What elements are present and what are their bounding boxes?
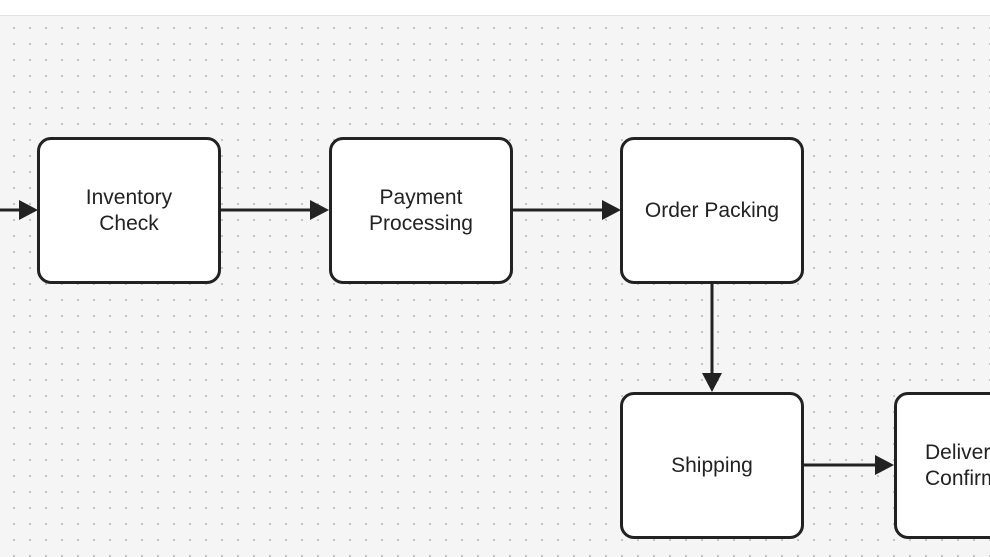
edge-packing-to-shipping[interactable] [702,284,722,392]
node-order-packing[interactable]: Order Packing [620,137,804,284]
edge-payment-to-packing[interactable] [513,200,621,220]
node-label: Inventory Check [85,185,173,235]
node-payment-processing[interactable]: Payment Processing [329,137,513,284]
node-label: Payment Processing [369,185,473,235]
node-label: Delivery Confirmation [925,440,990,490]
edge-shipping-to-delivery[interactable] [804,455,894,475]
top-toolbar-edge [0,0,990,16]
node-label: Shipping [671,453,753,477]
edge-incoming-inventory[interactable] [0,200,38,220]
node-shipping[interactable]: Shipping [620,392,804,539]
node-label: Order Packing [644,198,780,222]
node-delivery-confirmation[interactable]: Delivery Confirmation [894,392,990,539]
edge-inventory-to-payment[interactable] [221,200,329,220]
node-inventory-check[interactable]: Inventory Check [37,137,221,284]
